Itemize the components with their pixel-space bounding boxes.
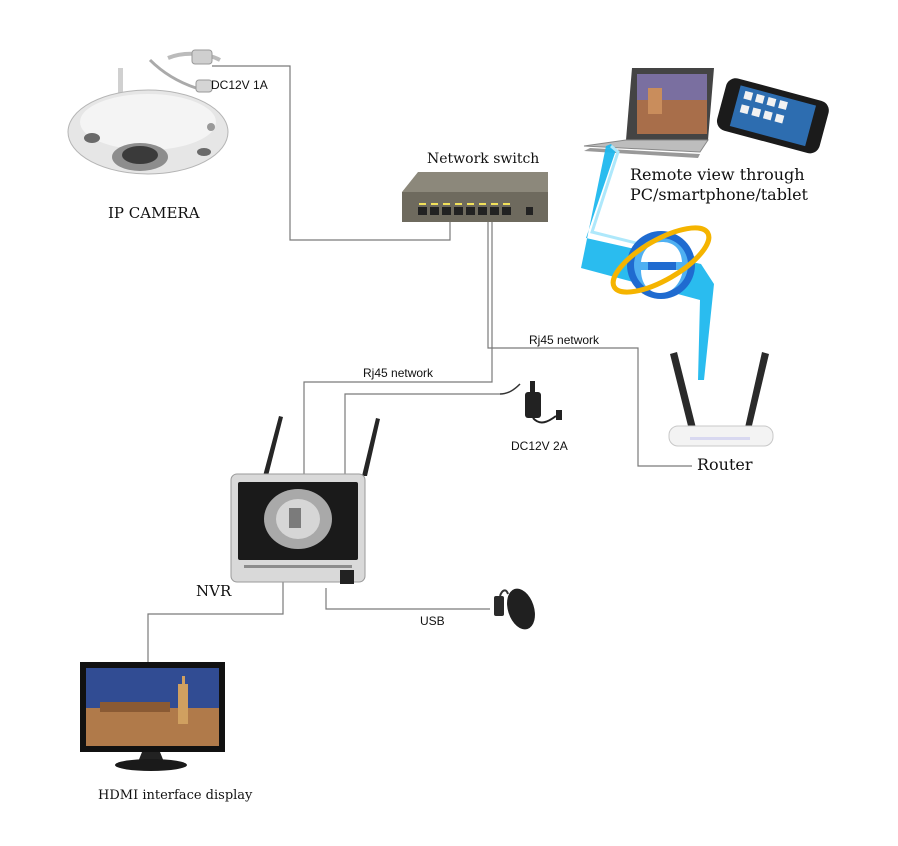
camera-power-label: DC12V 1A xyxy=(211,78,268,92)
ip-camera-label: IP CAMERA xyxy=(108,204,200,222)
network-switch-device xyxy=(402,172,548,222)
rj45-router-label: Rj45 network xyxy=(529,333,600,347)
wire-nvr-power xyxy=(344,393,500,474)
ip-camera-device xyxy=(67,49,229,175)
remote-view-label-line2: PC/smartphone/tablet xyxy=(630,185,808,204)
wire-camera-switch xyxy=(212,65,451,241)
nvr-power-label: DC12V 2A xyxy=(511,439,568,453)
wire-nvr-hdmi xyxy=(147,582,284,664)
usb-label: USB xyxy=(420,614,445,628)
remote-view-label-line1: Remote view through xyxy=(630,165,805,184)
router-label: Router xyxy=(697,455,753,474)
usb-mouse-device xyxy=(494,588,535,630)
router-device xyxy=(668,352,774,447)
nvr-power-adapter xyxy=(499,381,562,424)
wire-nvr-usb xyxy=(325,588,490,610)
hdmi-monitor-device xyxy=(80,662,225,771)
internet-explorer-icon xyxy=(610,225,712,299)
laptop-device xyxy=(583,68,714,158)
nvr-device xyxy=(230,416,380,584)
wire-switch-router xyxy=(487,222,692,467)
network-switch-label: Network switch xyxy=(427,151,540,167)
wire-switch-nvr xyxy=(303,222,493,474)
smartphone-device xyxy=(716,78,829,154)
rj45-nvr-label: Rj45 network xyxy=(363,366,434,380)
hdmi-display-label: HDMI interface display xyxy=(98,788,253,803)
nvr-label: NVR xyxy=(196,582,232,600)
